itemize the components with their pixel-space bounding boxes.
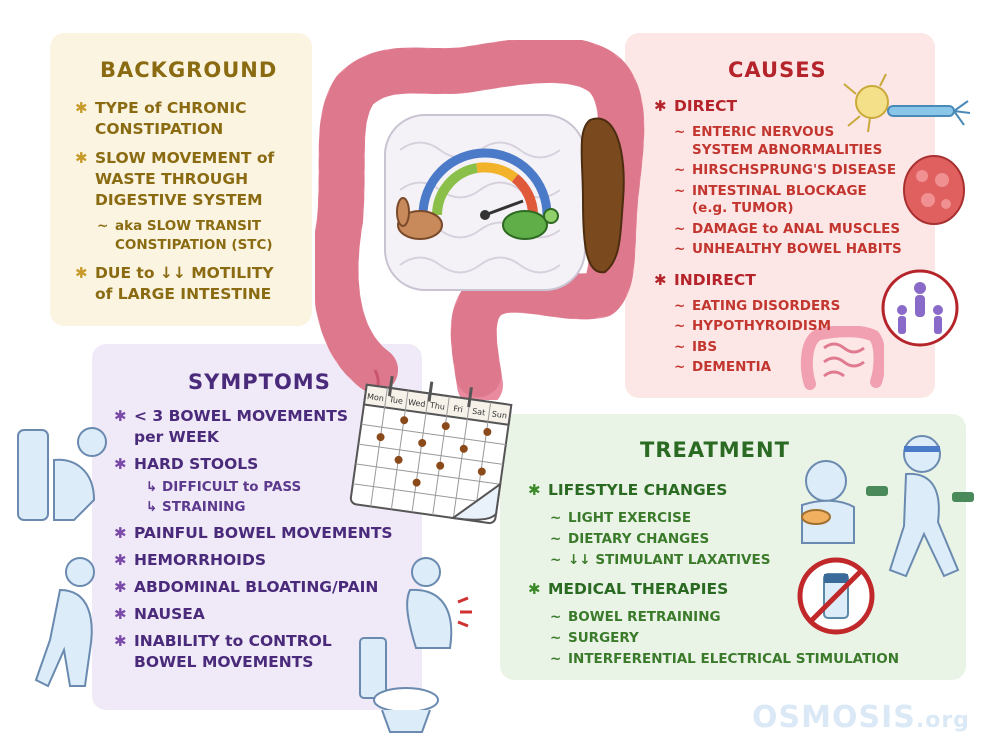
treatment-medical-heading: ✱ MEDICAL THERAPIES: [528, 580, 729, 598]
calendar-day-label: Mon: [367, 392, 385, 403]
causes-title: CAUSES: [728, 58, 827, 82]
star-bullet-icon: ✱: [654, 97, 667, 115]
treatment-item: ~DIETARY CHANGES: [550, 531, 710, 547]
star-bullet-icon: ✱: [114, 407, 127, 425]
treatment-item: ~BOWEL RETRAINING: [550, 609, 721, 625]
treatment-lifestyle-heading: ✱ LIFESTYLE CHANGES: [528, 481, 728, 499]
star-bullet-icon: ✱: [528, 580, 541, 598]
treatment-item: ~SURGERY: [550, 630, 639, 646]
people-circle-icon: [881, 269, 959, 347]
neuron-icon: [843, 73, 971, 133]
calendar-day-label: Sun: [491, 409, 507, 420]
cause-item: ~ UNHEALTHY BOWEL HABITS: [674, 241, 902, 257]
turtle-icon: [502, 208, 559, 240]
star-bullet-icon: ✱: [114, 632, 127, 650]
calendar-day-label: Tue: [388, 395, 404, 406]
speed-gauge: [418, 148, 552, 220]
treatment-panel: [500, 414, 966, 680]
star-bullet-icon: ✱: [114, 524, 127, 542]
hunched-person-icon: [34, 557, 95, 688]
cause-item: ~ HYPOTHYROIDISM: [674, 318, 832, 334]
causes-direct-heading: ✱ DIRECT: [654, 97, 738, 115]
star-bullet-icon: ✱: [75, 149, 88, 167]
cause-item: ~ HIRSCHSPRUNG'S DISEASE: [674, 162, 897, 178]
cause-item: ~ INTESTINAL BLOCKAGE (e.g. TUMOR): [674, 182, 867, 217]
star-bullet-icon: ✱: [654, 270, 667, 289]
star-bullet-icon: ✱: [114, 605, 127, 623]
tumor-icon: [903, 155, 965, 225]
eating-person-icon: [801, 460, 855, 544]
stool-mass: [580, 117, 625, 274]
treatment-item: ~INTERFERENTIAL ELECTRICAL STIMULATION: [550, 651, 900, 667]
symptoms-title: SYMPTOMS: [188, 370, 331, 394]
star-bullet-icon: ✱: [114, 455, 127, 473]
calendar-day-label: Sat: [472, 407, 486, 418]
symptom-item: ✱ PAINFUL BOWEL MOVEMENTS: [114, 524, 393, 542]
cause-item: ~ DEMENTIA: [674, 359, 772, 375]
calendar-day-label: Thu: [428, 401, 445, 412]
no-laxatives-icon: [797, 557, 875, 635]
star-bullet-icon: ✱: [75, 99, 88, 117]
treatment-item: ~↓↓ STIMULANT LAXATIVES: [550, 552, 771, 568]
colon-illustration: [315, 40, 645, 400]
osmosis-logo[interactable]: OSMOSIS.org: [752, 700, 970, 735]
symptom-item: ✱ NAUSEA: [114, 605, 205, 623]
cause-item: ~ ENTERIC NERVOUS SYSTEM ABNORMALITIES: [674, 124, 883, 158]
rabbit-icon: [396, 197, 443, 240]
intestine-icon: [800, 326, 884, 390]
background-item: ✱ DUE to ↓↓ MOTILITY of LARGE INTESTINE: [75, 264, 274, 303]
abdominal-pain-person-icon: [406, 557, 472, 649]
star-bullet-icon: ✱: [528, 481, 541, 499]
symptom-item: ✱ INABILITY to CONTROL BOWEL MOVEMENTS: [114, 632, 332, 671]
toilet-person-icon: [17, 427, 107, 521]
treatment-list: ✱ LIFESTYLE CHANGES ~LIGHT EXERCISE ~DIE…: [528, 480, 900, 670]
symptom-item: ✱ < 3 BOWEL MOVEMENTS per WEEK: [114, 407, 349, 446]
treatment-title: TREATMENT: [640, 438, 790, 462]
background-item: ✱ SLOW MOVEMENT of WASTE THROUGH DIGESTI…: [75, 149, 275, 209]
cause-item: ~ IBS: [674, 338, 718, 355]
star-bullet-icon: ✱: [75, 264, 88, 282]
background-title: BACKGROUND: [100, 58, 278, 82]
star-bullet-icon: ✱: [114, 578, 127, 596]
cause-item: ~ DAMAGE to ANAL MUSCLES: [674, 220, 901, 237]
toilet-icon: [359, 637, 439, 733]
cause-item: ~ EATING DISORDERS: [674, 297, 841, 314]
treatment-item: ~LIGHT EXERCISE: [550, 510, 692, 526]
exercising-person-icon: [866, 435, 974, 578]
causes-indirect-heading: ✱ INDIRECT: [654, 270, 756, 289]
symptom-sub-item: ↳ DIFFICULT to PASS ↳ STRAINING: [146, 479, 302, 515]
background-list: ✱ TYPE of CHRONIC CONSTIPATION ✱ SLOW MO…: [75, 98, 275, 313]
background-panel: [50, 33, 312, 326]
symptoms-list: ✱ < 3 BOWEL MOVEMENTS per WEEK ✱ HARD ST…: [114, 406, 393, 679]
symptom-item: ✱ HEMORRHOIDS: [114, 551, 266, 569]
star-bullet-icon: ✱: [114, 551, 127, 569]
causes-list: ✱ DIRECT ~ ENTERIC NERVOUS SYSTEM ABNORM…: [654, 96, 902, 380]
symptom-item: ✱ HARD STOOLS: [114, 455, 259, 473]
symptom-item: ✱ ABDOMINAL BLOATING/PAIN: [114, 578, 379, 596]
calendar-day-label: Wed: [408, 398, 427, 409]
calendar-day-label: Fri: [453, 404, 464, 414]
background-sub-item: ~ aka SLOW TRANSIT CONSTIPATION (STC): [97, 218, 273, 253]
background-item: ✱ TYPE of CHRONIC CONSTIPATION: [75, 99, 247, 138]
